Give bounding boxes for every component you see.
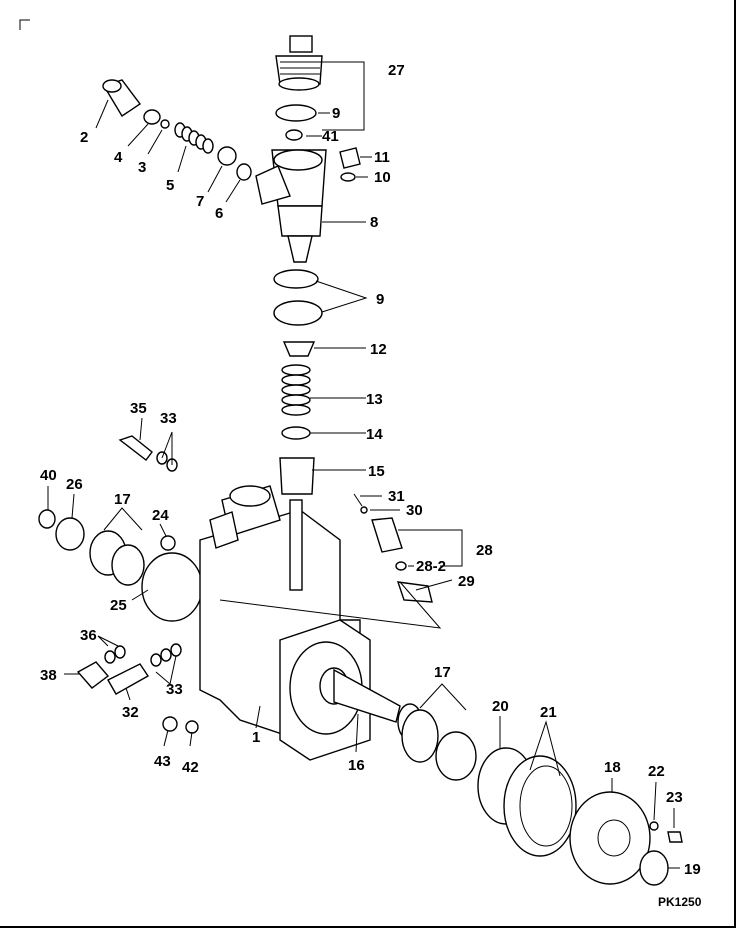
callout-22: 22 xyxy=(648,763,665,780)
callout-17-left: 17 xyxy=(114,491,131,508)
part-29-bracket xyxy=(396,581,433,603)
part-7-washer xyxy=(217,146,237,166)
part-6-seal xyxy=(236,163,252,181)
callout-6: 6 xyxy=(215,205,223,222)
callout-21: 21 xyxy=(540,704,557,721)
callout-30: 30 xyxy=(406,502,423,519)
callout-18: 18 xyxy=(604,759,621,776)
callout-16: 16 xyxy=(348,757,365,774)
part-15-tappet xyxy=(279,457,315,495)
callout-20: 20 xyxy=(492,698,509,715)
callout-28-2: 28-2 xyxy=(416,558,446,575)
part-18-cover xyxy=(569,791,651,885)
part-8-pump-head xyxy=(255,149,327,263)
part-9-oring-b xyxy=(273,300,323,326)
part-17-bearing-right xyxy=(435,731,477,781)
corner-mark xyxy=(19,19,30,30)
part-38-bolt xyxy=(76,661,110,689)
callout-23: 23 xyxy=(666,789,683,806)
callout-labels: 27 9 41 2 4 3 5 7 6 11 10 8 9 12 13 14 1… xyxy=(40,62,702,909)
callout-17-right: 17 xyxy=(434,664,451,681)
callout-13: 13 xyxy=(366,391,383,408)
part-33-washer-d xyxy=(160,648,172,662)
drawing-code: PK1250 xyxy=(658,895,702,909)
part-11-nut xyxy=(339,147,361,169)
part-35-bolt xyxy=(118,435,153,461)
part-21-plate xyxy=(503,755,577,857)
callout-35: 35 xyxy=(130,400,147,417)
part-13-spring xyxy=(281,364,311,416)
part-10-washer xyxy=(340,172,356,182)
part-17-gear xyxy=(401,709,439,763)
part-24-ring xyxy=(160,535,176,551)
callout-33-top: 33 xyxy=(160,410,177,427)
part-41-seat xyxy=(285,129,303,141)
part-2-plug xyxy=(102,79,142,117)
part-36-washer-b xyxy=(114,645,126,659)
callout-4: 4 xyxy=(114,149,123,166)
callout-24: 24 xyxy=(152,507,169,524)
callout-43: 43 xyxy=(154,753,171,770)
part-27-valve-holder xyxy=(275,35,323,91)
callout-32: 32 xyxy=(122,704,139,721)
callout-14: 14 xyxy=(366,426,383,443)
part-36-washer-a xyxy=(104,650,116,664)
callout-2: 2 xyxy=(80,129,88,146)
part-30-washer xyxy=(360,506,368,514)
callout-5: 5 xyxy=(166,177,174,194)
callout-38: 38 xyxy=(40,667,57,684)
part-28-sensor xyxy=(371,517,403,553)
part-12-seat xyxy=(282,341,316,357)
part-9-oring-top xyxy=(275,104,317,122)
callout-40: 40 xyxy=(40,467,57,484)
callout-3: 3 xyxy=(138,159,146,176)
callout-42: 42 xyxy=(182,759,199,776)
part-17-bearing-left xyxy=(89,530,145,586)
part-9-oring-a xyxy=(273,269,319,289)
callout-28: 28 xyxy=(476,542,493,559)
part-4-ring xyxy=(143,109,161,125)
part-33-washer-c xyxy=(150,653,162,667)
callout-25: 25 xyxy=(110,597,127,614)
callout-41: 41 xyxy=(322,128,339,145)
callout-26: 26 xyxy=(66,476,83,493)
callout-12: 12 xyxy=(370,341,387,358)
part-3-ball xyxy=(160,119,170,129)
callout-15: 15 xyxy=(368,463,385,480)
part-31-screw xyxy=(353,493,363,507)
part-40-plug xyxy=(38,509,56,529)
callout-29: 29 xyxy=(458,573,475,590)
part-26-seal xyxy=(55,517,85,551)
part-43-plug xyxy=(162,716,178,732)
callout-8: 8 xyxy=(370,214,378,231)
callout-7: 7 xyxy=(196,193,204,210)
callout-36: 36 xyxy=(80,627,97,644)
callout-31: 31 xyxy=(388,488,405,505)
part-23-bolt xyxy=(667,831,683,843)
callout-33-bottom: 33 xyxy=(166,681,183,698)
leader-lines xyxy=(47,61,680,869)
callout-10: 10 xyxy=(374,169,391,186)
callout-9-top: 9 xyxy=(332,105,340,122)
callout-9-mid: 9 xyxy=(376,291,384,308)
callout-27: 27 xyxy=(388,62,405,79)
part-32-banjo-bolt xyxy=(107,663,150,695)
callout-1: 1 xyxy=(252,729,260,746)
part-28-2-oring xyxy=(395,561,407,571)
part-5-spring xyxy=(174,122,214,154)
callout-19: 19 xyxy=(684,861,701,878)
part-22-washer xyxy=(649,821,659,831)
callout-11: 11 xyxy=(374,149,390,166)
